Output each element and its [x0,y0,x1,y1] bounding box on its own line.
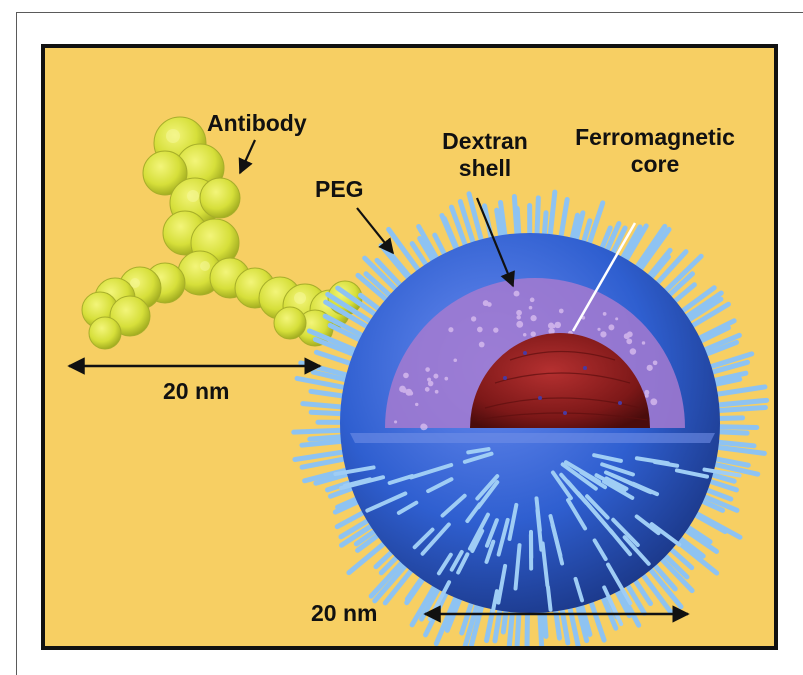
ferro-label-line2: core [555,151,755,178]
ferro-label-line1: Ferromagnetic [555,124,755,151]
scale-left-label: 20 nm [163,378,229,405]
ferromagnetic-core-label: Ferromagnetic core [555,124,755,178]
dextran-label-line1: Dextran [425,128,545,155]
peg-label: PEG [315,176,364,203]
lower-hemisphere-shade [350,433,715,443]
antibody-label: Antibody [207,110,307,137]
scale-right-label: 20 nm [311,600,377,627]
antibody-molecule [82,117,362,349]
nanoparticle-figure: Antibody PEG Dextran shell Ferromagnetic… [41,44,778,650]
dextran-label-line2: shell [425,155,545,182]
antibody-arrow [240,140,255,173]
dextran-shell-label: Dextran shell [425,128,545,182]
